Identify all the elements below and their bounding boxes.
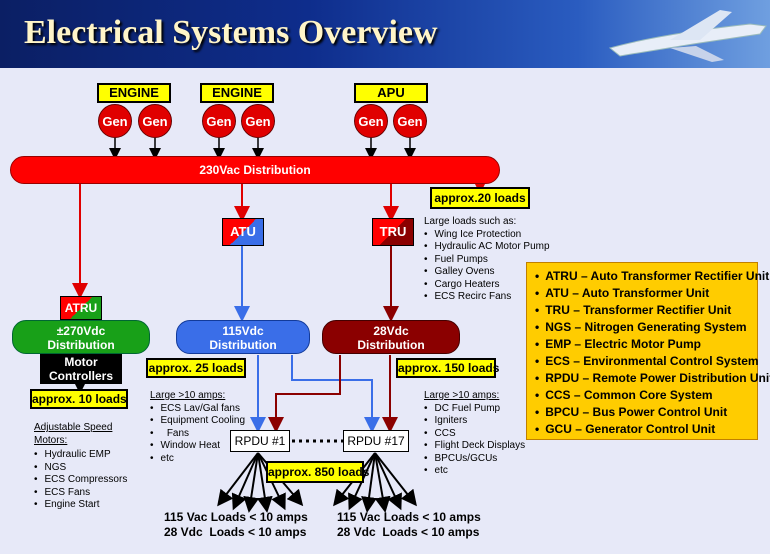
approx-25-loads-badge: approx. 25 loads xyxy=(146,358,246,378)
list-item: Flight Deck Displays xyxy=(424,440,526,453)
generator-icon: Gen xyxy=(202,104,236,138)
asd-title-line2: Motors: xyxy=(34,434,68,446)
bus-270-line1: ±270Vdc xyxy=(56,324,106,338)
source-label-engine-right: ENGINE xyxy=(200,83,274,103)
generator-icon: Gen xyxy=(393,104,427,138)
bus-28vdc: 28Vdc Distribution xyxy=(322,320,460,354)
source-label-apu: APU xyxy=(354,83,428,103)
list-item: Wing Ice Protection xyxy=(424,229,550,242)
large-10-left-title: Large >10 amps: xyxy=(150,390,226,401)
rpdu-17-box: RPDU #17 xyxy=(343,430,409,452)
tru-box: TRU xyxy=(372,218,414,246)
list-item: etc xyxy=(150,453,245,466)
bus-28-line1: 28Vdc xyxy=(373,324,409,338)
page-title: Electrical Systems Overview xyxy=(24,14,438,51)
list-item: ECS Compressors xyxy=(34,474,128,487)
bus-270-line2: Distribution xyxy=(47,338,115,352)
approx-850-loads-badge: approx. 850 loads xyxy=(266,461,369,483)
generator-icon: Gen xyxy=(98,104,132,138)
legend-item: GCU – Generator Control Unit xyxy=(535,421,749,438)
rpdu-17-loads-28: 28 Vdc Loads < 10 amps xyxy=(337,525,480,539)
approx-20-loads-badge: approx.20 loads xyxy=(430,187,530,209)
list-item: Cargo Heaters xyxy=(424,279,550,292)
list-item: etc xyxy=(424,465,525,478)
large-loads-list: Large loads such as: Wing Ice Protection… xyxy=(424,216,550,304)
motor-controllers-line2: Controllers xyxy=(48,369,113,383)
list-item-continuation: Fans xyxy=(166,427,190,439)
airplane-icon xyxy=(608,10,767,62)
generator-icon: Gen xyxy=(354,104,388,138)
atru-box: ATRU xyxy=(60,296,102,320)
adjustable-speed-motors-list: Adjustable Speed Motors: Hydraulic EMP N… xyxy=(34,422,127,512)
asd-title-line1: Adjustable Speed xyxy=(34,422,113,433)
bus-230vac: 230Vac Distribution xyxy=(10,156,500,184)
approx-10-loads-badge: approx. 10 loads xyxy=(30,389,128,409)
list-item: Galley Ovens xyxy=(424,266,550,279)
bus-115vdc: 115Vdc Distribution xyxy=(176,320,310,354)
approx-150-loads-badge: approx. 150 loads xyxy=(396,358,499,378)
list-item: • Fans xyxy=(150,428,245,441)
source-label-engine-left: ENGINE xyxy=(97,83,171,103)
large-10-amps-right-list: Large >10 amps: DC Fuel Pump Igniters CC… xyxy=(424,390,525,478)
list-item: Equipment Cooling xyxy=(150,415,246,428)
bus-28-line2: Distribution xyxy=(357,338,425,352)
legend-item: ATRU – Auto Transformer Rectifier Unit xyxy=(535,268,769,285)
list-item: BPCUs/GCUs xyxy=(424,453,525,466)
list-item: Igniters xyxy=(424,415,525,428)
bus-270vdc: ±270Vdc Distribution xyxy=(12,320,150,354)
legend-item: ECS – Environmental Control System xyxy=(535,353,758,370)
rpdu-1-loads: 115 Vac Loads < 10 amps 28 Vdc Loads < 1… xyxy=(164,510,308,540)
rpdu-1-loads-115: 115 Vac Loads < 10 amps xyxy=(164,510,308,524)
legend-item: EMP – Electric Motor Pump xyxy=(535,336,749,353)
rpdu-1-box: RPDU #1 xyxy=(230,430,290,452)
list-item: CCS xyxy=(424,428,525,441)
generator-icon: Gen xyxy=(241,104,275,138)
list-item: DC Fuel Pump xyxy=(424,403,525,416)
large-10-amps-left-list: Large >10 amps: ECS Lav/Gal fans Equipme… xyxy=(150,390,245,465)
large-10-right-title: Large >10 amps: xyxy=(424,390,500,401)
legend-item: TRU – Transformer Rectifier Unit xyxy=(535,302,749,319)
list-item: Hydraulic EMP xyxy=(34,449,127,462)
legend-item: ATU – Auto Transformer Unit xyxy=(535,285,749,302)
list-item: Window Heat xyxy=(150,440,245,453)
title-banner: Electrical Systems Overview xyxy=(0,0,770,68)
list-item: ECS Recirc Fans xyxy=(424,291,550,304)
bus-115-line1: 115Vdc xyxy=(222,324,264,338)
legend-item: RPDU – Remote Power Distribution Unit xyxy=(535,370,770,387)
list-item: NGS xyxy=(34,462,127,475)
rpdu-1-loads-28: 28 Vdc Loads < 10 amps xyxy=(164,525,307,539)
atu-box: ATU xyxy=(222,218,264,246)
motor-controllers-box: Motor Controllers xyxy=(40,354,122,384)
generator-icon: Gen xyxy=(138,104,172,138)
bus-115-line2: Distribution xyxy=(209,338,277,352)
rpdu-17-loads-115: 115 Vac Loads < 10 amps xyxy=(337,510,481,524)
acronym-legend: ATRU – Auto Transformer Rectifier Unit A… xyxy=(526,262,770,440)
list-item: Hydraulic AC Motor Pump xyxy=(424,241,550,254)
legend-item: BPCU – Bus Power Control Unit xyxy=(535,404,749,421)
legend-item: CCS – Common Core System xyxy=(535,387,749,404)
rpdu-17-loads: 115 Vac Loads < 10 amps 28 Vdc Loads < 1… xyxy=(337,510,481,540)
list-item: Engine Start xyxy=(34,499,127,512)
large-loads-title: Large loads such as: xyxy=(424,216,517,227)
motor-controllers-line1: Motor xyxy=(64,355,98,369)
legend-item: NGS – Nitrogen Generating System xyxy=(535,319,749,336)
list-item: ECS Lav/Gal fans xyxy=(150,403,245,416)
list-item: ECS Fans xyxy=(34,487,127,500)
list-item: Fuel Pumps xyxy=(424,254,550,267)
